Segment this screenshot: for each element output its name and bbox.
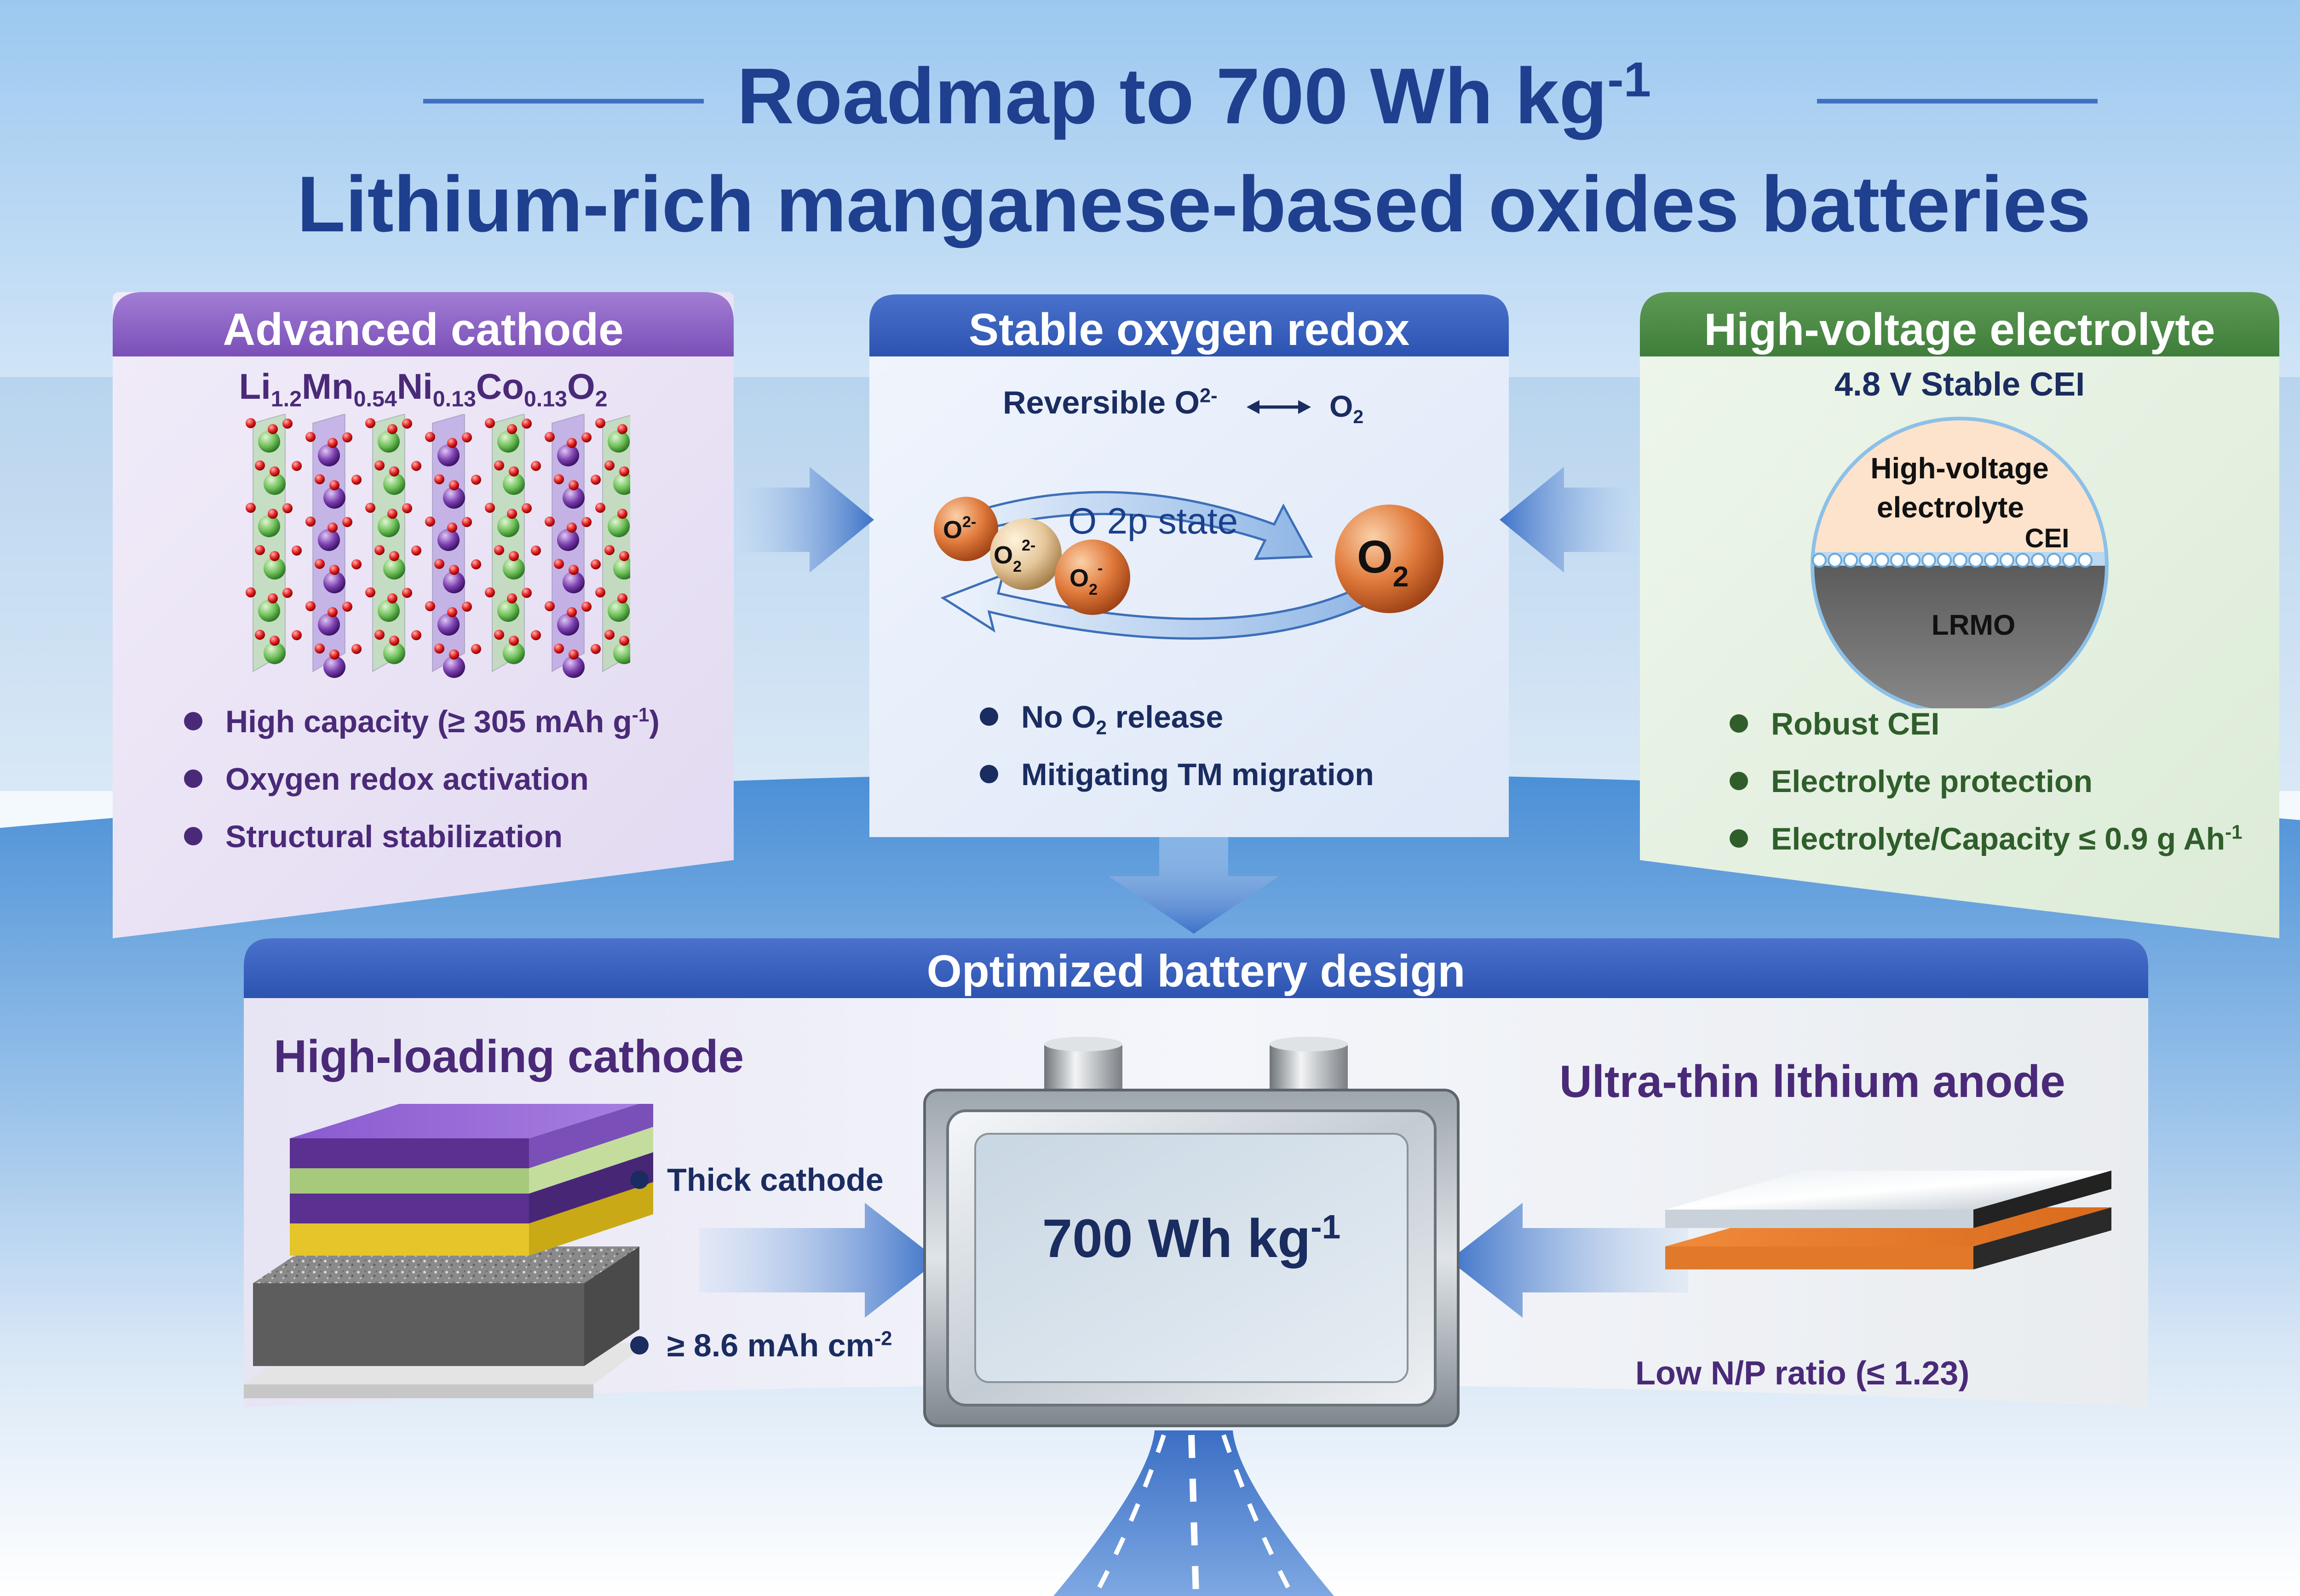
- page-title: Roadmap to 700 Wh kg-1: [0, 51, 2300, 142]
- cei-circle-diagram: High-voltage electrolyte CEI LRMO: [1811, 417, 2109, 708]
- reversible-o2-label: O2: [1329, 389, 1364, 428]
- lithium-anode-illustration: [1665, 1171, 2111, 1269]
- oxygen-redox-diagram: O2- O22- O2- O 2p state O2: [934, 491, 1443, 640]
- oxygen-bullet-tm-migration: Mitigating TM migration: [980, 757, 1374, 792]
- title-line1-superscript: -1: [1607, 52, 1651, 107]
- o2-molecule-label: O: [1357, 531, 1393, 583]
- electrolyte-bullet-ratio: Electrolyte/Capacity ≤ 0.9 g Ah-1: [1730, 821, 2242, 857]
- o2p-state-label: O 2p state: [1068, 500, 1238, 541]
- panel-title-stable-oxygen-redox: Stable oxygen redox: [968, 304, 1410, 355]
- battery-pouch-illustration: [923, 1037, 1460, 1427]
- lrmo-label: LRMO: [1932, 609, 2016, 641]
- circle-label-electrolyte: electrolyte: [1877, 491, 2024, 524]
- bullet-dot: [630, 1336, 649, 1355]
- oxygen-bullet-no-release: No O2 release: [980, 699, 1223, 737]
- ion-label: O: [943, 516, 962, 544]
- page-subtitle: Lithium-rich manganese-based oxides batt…: [0, 159, 2300, 250]
- svg-text:O2-: O2-: [943, 513, 976, 544]
- panel-title-optimized-design: Optimized battery design: [926, 946, 1466, 996]
- crystal-structure-illustration: [246, 414, 630, 678]
- bullet-dot: [184, 712, 202, 731]
- bullet-dot: [980, 765, 998, 784]
- double-arrow-icon: [1247, 400, 1311, 414]
- bullet-dot: [630, 1170, 649, 1189]
- bullet-dot: [184, 827, 202, 846]
- cathode-bullet-structural: Structural stabilization: [184, 819, 563, 855]
- high-loading-cathode-title: High-loading cathode: [274, 1031, 744, 1082]
- cathode-bullet-oxygen-redox: Oxygen redox activation: [184, 761, 589, 797]
- electrolyte-subtitle: 4.8 V Stable CEI: [1834, 366, 2085, 403]
- svg-text:O2: O2: [1357, 531, 1409, 593]
- cathode-stack-illustration: [244, 1104, 653, 1398]
- battery-energy-density: 700 Wh kg-1: [1042, 1208, 1341, 1269]
- bullet-dot: [184, 769, 202, 788]
- svg-text:O2-: O2-: [1070, 560, 1103, 598]
- design-bullet-thick-cathode: Thick cathode: [630, 1161, 884, 1198]
- bullet-dot: [980, 707, 998, 726]
- ultra-thin-anode-title: Ultra-thin lithium anode: [1559, 1056, 2065, 1107]
- ion-label: O: [1070, 564, 1089, 592]
- reversible-label: Reversible O2-: [1003, 385, 1218, 420]
- svg-text:O22-: O22-: [994, 537, 1035, 575]
- bullet-dot: [1730, 772, 1748, 791]
- panel-title-advanced-cathode: Advanced cathode: [223, 304, 624, 355]
- circle-label-high-voltage: High-voltage: [1870, 452, 2049, 485]
- cei-label: CEI: [2025, 523, 2070, 553]
- cei-layer: [1812, 553, 2093, 568]
- ion-label: O: [994, 541, 1013, 569]
- design-bullet-loading: ≥ 8.6 mAh cm-2: [630, 1327, 892, 1364]
- cathode-bullet-capacity: High capacity (≥ 305 mAh g-1): [184, 704, 660, 740]
- title-line2: Lithium-rich manganese-based oxides batt…: [297, 160, 2091, 248]
- panel-title-high-voltage-electrolyte: High-voltage electrolyte: [1704, 304, 2215, 355]
- bullet-dot: [1730, 714, 1748, 733]
- title-line1: Roadmap to 700 Wh kg: [736, 52, 1608, 140]
- bullet-dot: [1730, 829, 1748, 848]
- cathode-formula: Li1.2Mn0.54Ni0.13Co0.13O2: [239, 366, 608, 412]
- electrolyte-bullet-robust-cei: Robust CEI: [1730, 706, 1939, 742]
- electrolyte-bullet-protection: Electrolyte protection: [1730, 764, 2093, 799]
- np-ratio-label: Low N/P ratio (≤ 1.23): [1635, 1355, 1970, 1392]
